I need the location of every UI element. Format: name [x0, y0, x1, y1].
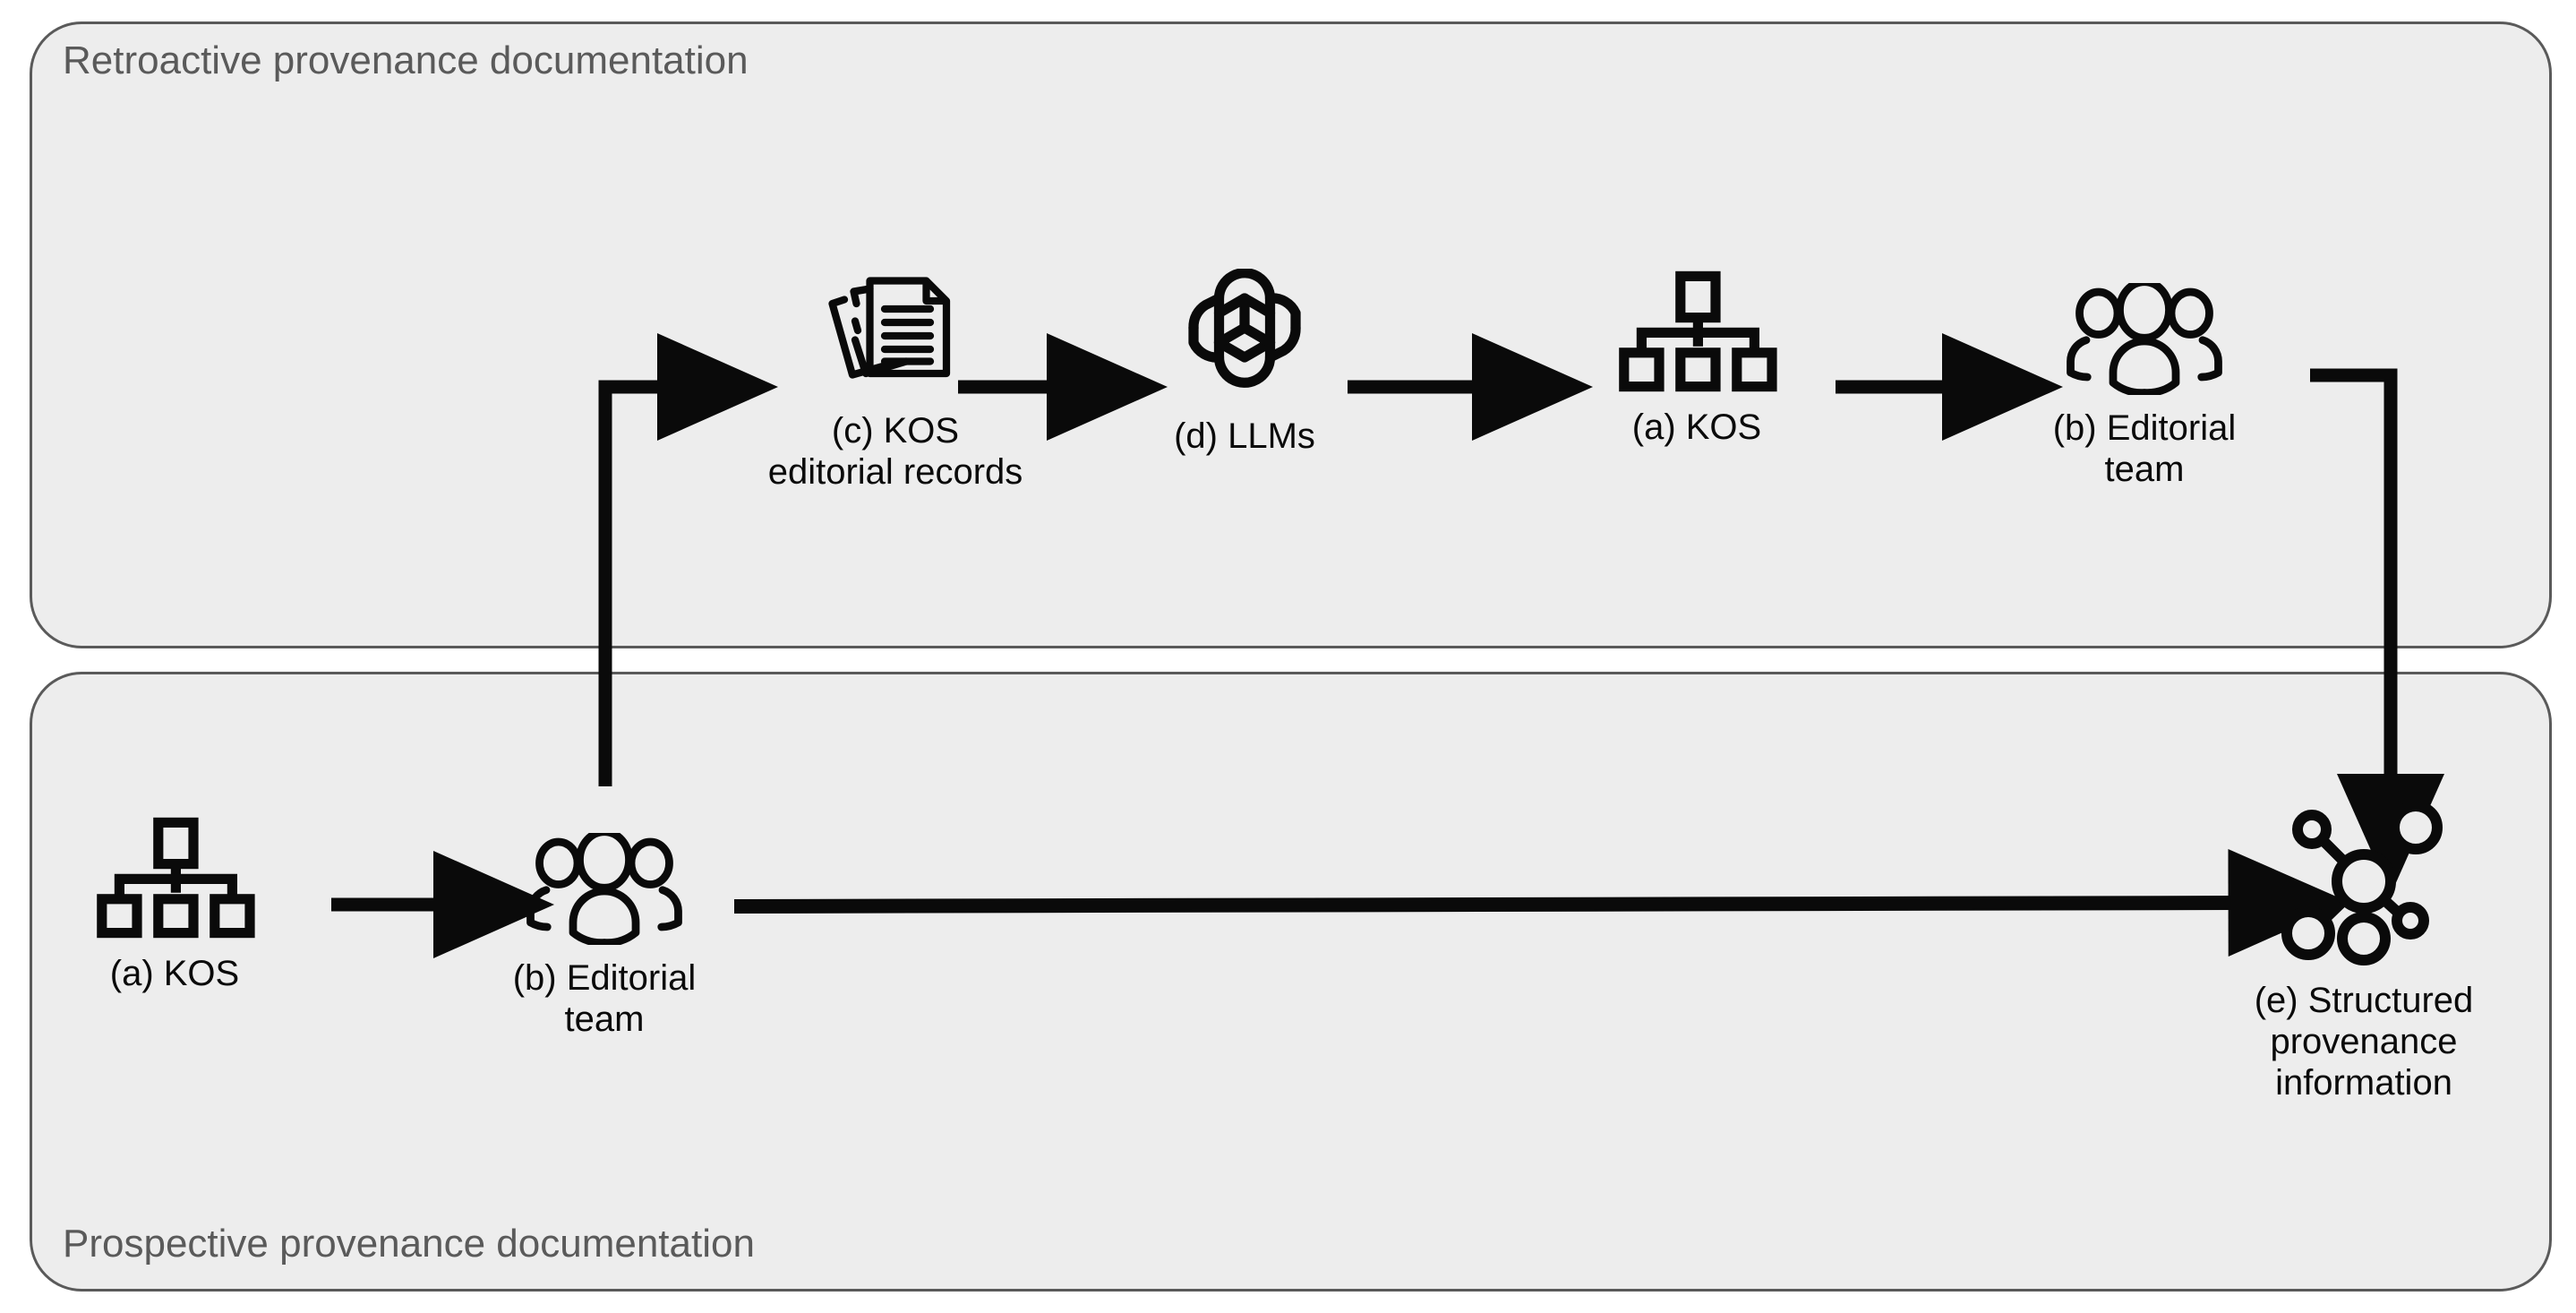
node-label: (a) KOS: [1631, 408, 1762, 447]
node-kos-top: (a) KOS: [1531, 269, 1862, 448]
network-graph-icon: [2281, 801, 2443, 965]
node-label: (a) KOS: [109, 954, 240, 993]
node-kos-bottom: (a) KOS: [27, 815, 322, 994]
panel-prospective-title: Prospective provenance documentation: [63, 1222, 755, 1266]
node-editorial-team-top: (b) Editorial team: [1979, 283, 2310, 490]
node-kos-editorial-records: (c) KOS editorial records: [707, 263, 1083, 493]
node-llms: (d) LLMs: [1101, 269, 1388, 457]
node-label: (c) KOS editorial records: [767, 411, 1023, 492]
node-editorial-team-bottom: (b) Editorial team: [448, 833, 761, 1040]
documents-stack-icon: [828, 277, 951, 379]
people-group-icon: [526, 833, 682, 945]
panel-prospective-provenance: [30, 672, 2552, 1292]
people-group-icon: [2067, 283, 2222, 395]
node-label: (e) Structured provenance information: [2254, 981, 2474, 1103]
hierarchy-tree-icon: [97, 817, 255, 939]
node-label: (d) LLMs: [1174, 416, 1315, 456]
node-structured-provenance: (e) Structured provenance information: [2176, 797, 2552, 1103]
node-label: (b) Editorial team: [2052, 408, 2237, 489]
openai-knot-icon: [1188, 269, 1301, 388]
panel-retroactive-title: Retroactive provenance documentation: [63, 39, 749, 82]
hierarchy-tree-icon: [1619, 270, 1777, 392]
node-label: (b) Editorial team: [512, 958, 697, 1039]
